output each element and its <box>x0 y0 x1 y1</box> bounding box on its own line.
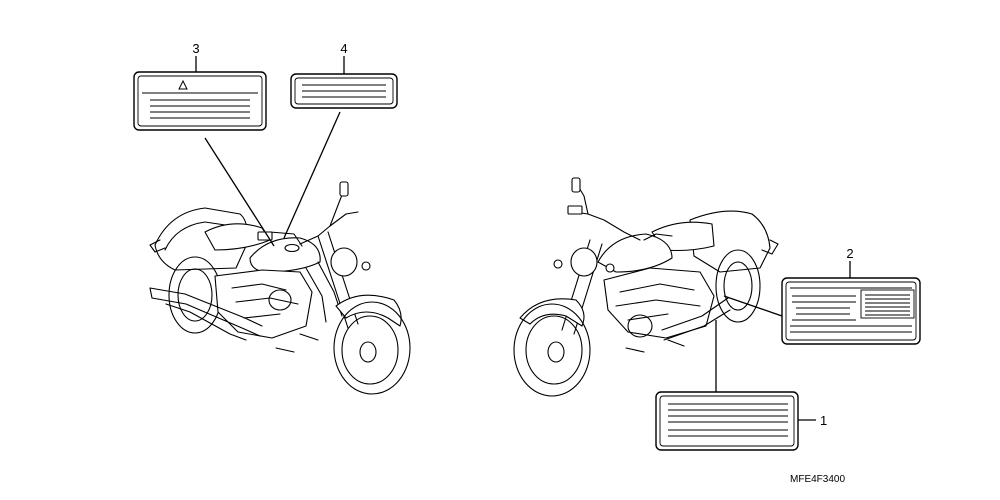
warning-triangle-icon <box>178 79 188 90</box>
safety-label-plate <box>655 391 799 451</box>
tire-info-label-plate <box>781 277 921 345</box>
spec-table-rows <box>865 294 910 316</box>
callout-3: 3 <box>192 41 199 56</box>
leader-lines <box>195 56 851 421</box>
callout-2: 2 <box>846 246 853 261</box>
callout-4: 4 <box>340 41 347 56</box>
motorcycle-left-view <box>149 181 411 395</box>
callout-1: 1 <box>820 413 827 428</box>
caution-label-plate <box>133 71 267 131</box>
motorcycle-right-view <box>513 177 779 397</box>
info-label-plate <box>290 73 398 109</box>
figure-code: MFE4F3400 <box>790 474 845 485</box>
